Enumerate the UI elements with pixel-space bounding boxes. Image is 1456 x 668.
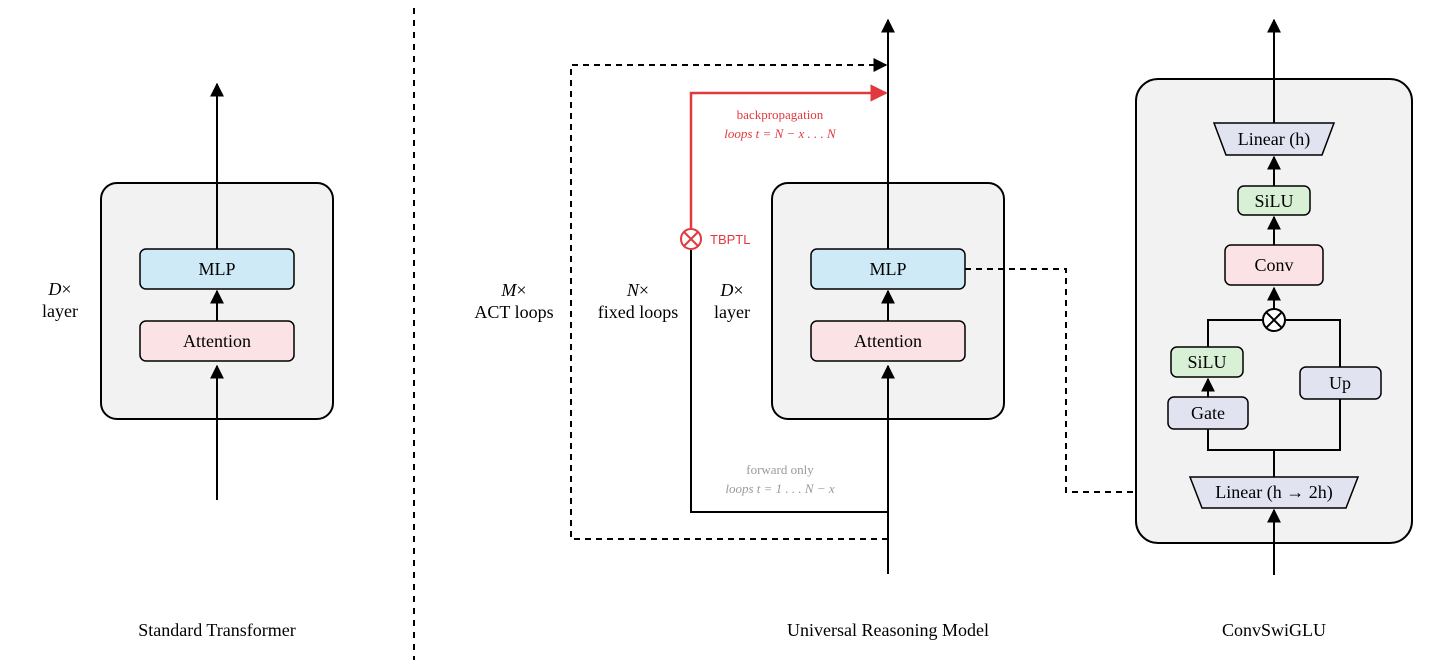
urm-attention-label: Attention xyxy=(854,331,922,351)
silu-to-multiply-line xyxy=(1207,319,1262,347)
urm-depth-label: D× xyxy=(719,280,743,300)
linear-out-box xyxy=(1212,122,1336,156)
up-to-multiply-line xyxy=(1286,319,1341,367)
convswiglu-title: ConvSwiGLU xyxy=(1222,620,1326,640)
forward-label-line2: loops t = 1 . . . N − x xyxy=(725,481,834,496)
urm-act-loop-path xyxy=(570,58,888,540)
urm-title: Universal Reasoning Model xyxy=(787,620,989,640)
forward-label-line1: forward only xyxy=(746,462,814,477)
split-to-gate-line xyxy=(1207,429,1275,477)
fixed-loops-word-label: fixed loops xyxy=(598,302,679,322)
urm-depth-word: layer xyxy=(714,302,750,322)
silu-left-label: SiLU xyxy=(1187,352,1226,372)
standard-depth-label: D× xyxy=(47,279,71,299)
standard-mlp-label: MLP xyxy=(198,259,235,279)
linear-expand-label: Linear (h → 2h) xyxy=(1215,482,1332,503)
urm-backprop-loop-path xyxy=(689,84,888,229)
universal-reasoning-model: TBPTL backpropagation loops t = N − x . … xyxy=(474,18,1192,640)
split-to-up-line xyxy=(1274,399,1341,451)
standard-attention-box xyxy=(139,320,295,362)
standard-title: Standard Transformer xyxy=(138,620,295,640)
standard-depth-word: layer xyxy=(42,301,78,321)
linear-out-label: Linear (h) xyxy=(1238,129,1310,150)
backprop-label-line1: backpropagation xyxy=(737,107,824,122)
tbptl-cross-icon xyxy=(680,228,702,250)
urm-forward-loop-path xyxy=(690,250,888,513)
standard-transformer: MLP Attention D× layer Standard Transfor… xyxy=(42,82,334,640)
silu-top-label: SiLU xyxy=(1254,191,1293,211)
linear-expand-box xyxy=(1188,476,1360,509)
convswiglu: Linear (h → 2h) Gate SiLU Up Conv xyxy=(1135,18,1413,640)
gate-label: Gate xyxy=(1191,403,1225,423)
tbptl-label: TBPTL xyxy=(710,232,750,247)
urm-attention-box xyxy=(810,320,966,362)
backprop-label-line2: loops t = N − x . . . N xyxy=(724,126,837,141)
up-label: Up xyxy=(1329,373,1351,393)
mlp-to-convswiglu-link xyxy=(965,268,1192,499)
act-loops-count-label: M× xyxy=(500,280,526,300)
conv-label: Conv xyxy=(1254,255,1293,275)
fixed-loops-count-label: N× xyxy=(626,280,649,300)
act-loops-word-label: ACT loops xyxy=(474,302,553,322)
standard-mlp-box xyxy=(139,248,295,290)
multiply-icon xyxy=(1262,308,1286,332)
urm-mlp-label: MLP xyxy=(869,259,906,279)
standard-attention-label: Attention xyxy=(183,331,251,351)
